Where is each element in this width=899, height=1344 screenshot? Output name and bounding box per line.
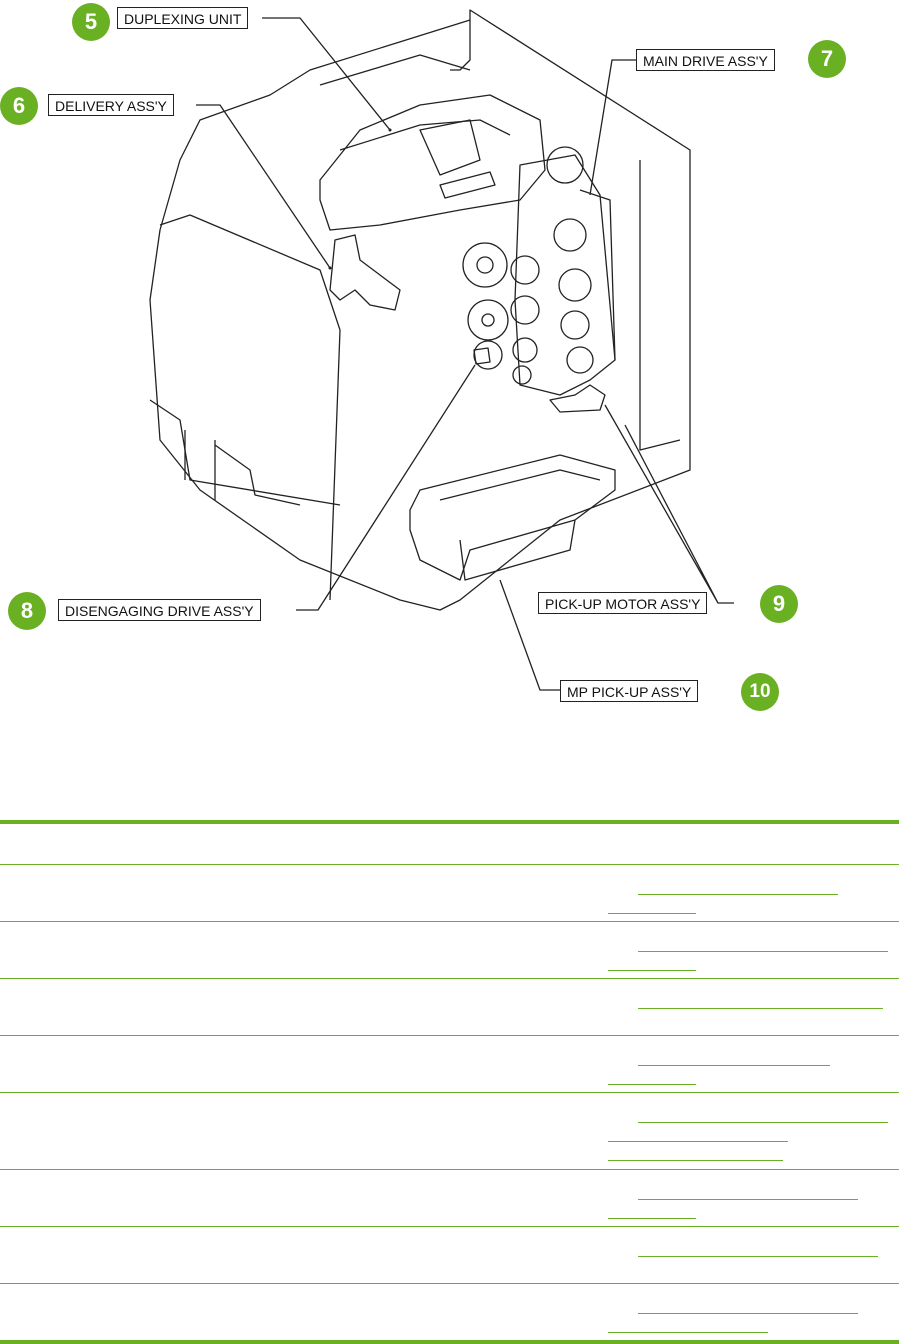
see-reference-links (608, 1050, 891, 1088)
see-reference-links (608, 993, 891, 1012)
see-reference-links (608, 1298, 891, 1336)
reference-link[interactable] (608, 955, 696, 971)
callout-number-6: 6 (0, 87, 38, 125)
callout-number-7: 7 (808, 40, 846, 78)
reference-link[interactable] (608, 1203, 696, 1219)
callout-number-5: 5 (72, 3, 110, 41)
reference-link[interactable] (638, 1050, 830, 1066)
callout-label-duplexing-unit: DUPLEXING UNIT (117, 7, 249, 29)
callout-label-disengaging-drive-assy: DISENGAGING DRIVE ASS'Y (58, 599, 261, 621)
table-row (0, 865, 899, 921)
pick-up-motor-shape (549, 384, 606, 413)
front-panel-edge (159, 214, 341, 601)
reference-link[interactable] (608, 1126, 788, 1142)
reference-link[interactable] (608, 1069, 696, 1085)
callout-label-delivery-assy: DELIVERY ASS'Y (48, 94, 174, 116)
table-row (0, 1227, 899, 1283)
reference-link[interactable] (608, 1145, 783, 1161)
callout-number-8: 8 (8, 592, 46, 630)
table-row-rule (0, 1035, 899, 1036)
table-row (0, 1284, 899, 1340)
table-row-rule (0, 1169, 899, 1170)
printer-body-outline (149, 9, 691, 611)
table-row (0, 979, 899, 1035)
table-row-rule (0, 1226, 899, 1227)
callout-label-main-drive-assy: MAIN DRIVE ASS'Y (636, 49, 775, 71)
table-row-rule (0, 978, 899, 979)
table-row (0, 922, 899, 978)
table-row-rule (0, 1283, 899, 1284)
reference-link[interactable] (638, 936, 888, 952)
reference-link[interactable] (608, 898, 696, 914)
table-top-rule (0, 820, 899, 824)
table-row-rule (0, 1092, 899, 1093)
see-reference-links (608, 1184, 891, 1222)
callout-label-mp-pick-up-assy: MP PICK-UP ASS'Y (560, 680, 699, 702)
table-row (0, 1170, 899, 1226)
table-row (0, 1036, 899, 1092)
see-reference-links (608, 936, 891, 974)
table-header-rule (0, 864, 899, 865)
reference-link[interactable] (638, 1184, 858, 1200)
delivery-assembly-shape (329, 234, 401, 311)
callout-number-10: 10 (741, 673, 779, 711)
reference-link[interactable] (638, 1107, 888, 1123)
duplexing-unit-shape (319, 94, 546, 231)
reference-link[interactable] (608, 1317, 768, 1333)
table-bottom-rule (0, 1340, 899, 1344)
disengaging-drive-shape (473, 347, 491, 365)
reference-link[interactable] (638, 1241, 878, 1257)
see-reference-links (608, 1107, 891, 1164)
reference-link[interactable] (638, 993, 883, 1009)
reference-link[interactable] (638, 879, 838, 895)
callout-label-pick-up-motor-assy: PICK-UP MOTOR ASS'Y (538, 592, 708, 614)
reference-link[interactable] (638, 1298, 858, 1314)
table-header-row (0, 824, 899, 864)
printer-exploded-diagram (149, 9, 734, 691)
see-reference-links (608, 1241, 891, 1260)
table-row-rule (0, 921, 899, 922)
main-drive-shape (514, 154, 616, 396)
callout-number-9: 9 (760, 585, 798, 623)
see-reference-links (608, 879, 891, 917)
reference-table (0, 820, 899, 1344)
table-row (0, 1093, 899, 1169)
mp-pick-up-shape (409, 454, 616, 581)
